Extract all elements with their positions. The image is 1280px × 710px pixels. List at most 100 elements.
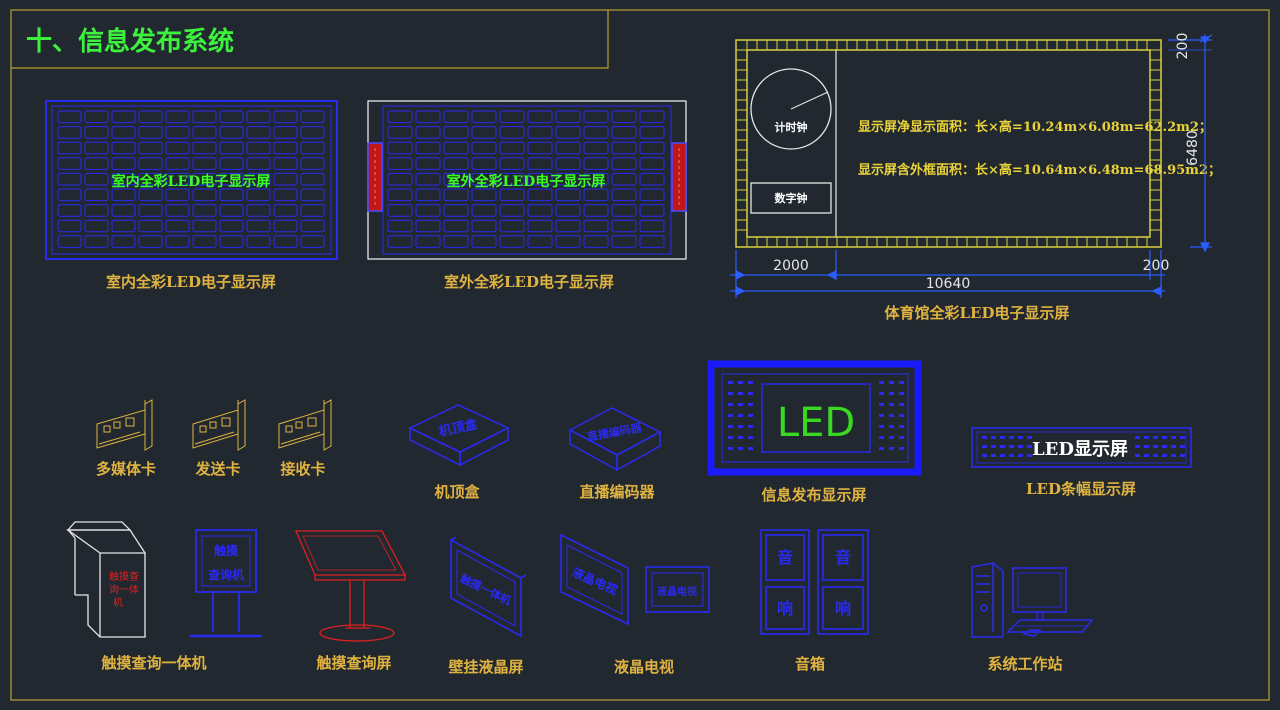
led-module <box>300 235 325 248</box>
led-module <box>192 235 217 248</box>
led-module <box>639 110 665 124</box>
led-module <box>387 126 413 139</box>
live-encoder-face: 直播编码器 <box>586 420 644 444</box>
led-dot <box>982 454 987 457</box>
led-dot <box>1180 445 1185 448</box>
led-dot <box>991 445 996 448</box>
led-module <box>165 219 190 233</box>
led-module <box>583 141 609 155</box>
led-module <box>415 126 441 139</box>
lcd-tv-label: 液晶电视 <box>614 658 674 676</box>
led-module <box>555 204 581 217</box>
led-module <box>111 204 136 217</box>
led-module <box>583 188 609 202</box>
led-module <box>57 157 82 170</box>
led-dot <box>899 392 904 395</box>
led-module <box>57 110 82 124</box>
touch-panel-face-2: 查询机 <box>207 567 244 582</box>
kiosk-face-line-3: 机 <box>113 596 123 609</box>
led-dot <box>1009 445 1014 448</box>
led-dot <box>1009 436 1014 439</box>
led-dot <box>1171 445 1176 448</box>
led-strip-text: LED显示屏 <box>1032 439 1128 460</box>
led-dot <box>748 425 753 428</box>
speaker-right-icon <box>817 529 869 635</box>
led-module <box>219 126 244 139</box>
led-module <box>192 219 217 233</box>
led-module <box>84 235 109 248</box>
led-module <box>192 188 217 202</box>
led-dot <box>982 436 987 439</box>
led-module <box>246 157 271 170</box>
led-dot <box>899 447 904 450</box>
touch-kiosk-icon <box>65 521 147 638</box>
led-module <box>639 157 665 170</box>
led-module <box>555 110 581 124</box>
led-dot <box>1018 436 1023 439</box>
led-module <box>273 157 298 170</box>
info-display-led-text: LED <box>777 400 855 446</box>
indoor-led-grid <box>57 110 325 248</box>
indoor-screen-label: 室内全彩LED电子显示屏 <box>106 273 276 291</box>
led-dot <box>738 381 743 384</box>
led-dot <box>1153 436 1158 439</box>
led-module <box>583 235 609 248</box>
speaker-left-char-1: 音 <box>777 548 793 567</box>
led-module <box>387 219 413 233</box>
led-dot <box>728 381 733 384</box>
led-module <box>84 204 109 217</box>
touch-screen-stand-icon <box>295 530 407 642</box>
led-dot <box>1018 454 1023 457</box>
led-dot <box>889 403 894 406</box>
led-dot <box>738 414 743 417</box>
speaker-left-icon <box>760 529 810 635</box>
led-module <box>273 172 298 186</box>
led-module <box>57 141 82 155</box>
led-dot <box>1027 436 1032 439</box>
led-dot <box>728 436 733 439</box>
led-dot <box>879 392 884 395</box>
led-dot <box>1180 436 1185 439</box>
led-module <box>111 219 136 233</box>
dim-200-bottom: 200 <box>1143 258 1170 274</box>
led-module <box>300 110 325 124</box>
dim-10640: 10640 <box>926 276 971 292</box>
kiosk-face-line-1: 触摸查 <box>109 570 139 583</box>
led-module <box>471 235 497 248</box>
led-module <box>219 235 244 248</box>
led-module <box>471 188 497 202</box>
lcd-tv-icon <box>560 533 629 626</box>
drawing-frame <box>10 9 1270 701</box>
receiver-card-label: 接收卡 <box>280 460 325 478</box>
led-dot <box>748 392 753 395</box>
led-dot <box>738 436 743 439</box>
led-module <box>443 110 469 124</box>
led-module <box>471 172 497 186</box>
led-dot <box>991 436 996 439</box>
led-dot <box>889 447 894 450</box>
led-dot <box>748 447 753 450</box>
led-module <box>443 188 469 202</box>
led-module <box>246 219 271 233</box>
led-dot <box>1027 445 1032 448</box>
led-dot <box>879 447 884 450</box>
led-module <box>165 172 190 186</box>
led-module <box>415 157 441 170</box>
led-module <box>84 141 109 155</box>
led-dot <box>879 414 884 417</box>
led-dot <box>728 392 733 395</box>
led-module <box>415 188 441 202</box>
dim-2000: 2000 <box>773 258 809 274</box>
led-dot <box>738 392 743 395</box>
kiosk-label: 触摸查询一体机 <box>101 654 206 672</box>
led-module <box>611 157 637 170</box>
outdoor-screen-caption: 室外全彩LED电子显示屏 <box>447 173 606 190</box>
led-module <box>471 126 497 139</box>
led-dot <box>899 381 904 384</box>
live-encoder-label: 直播编码器 <box>579 483 655 501</box>
led-module <box>443 204 469 217</box>
led-module <box>165 204 190 217</box>
lcd-tv-small-face: 液晶电视 <box>657 585 697 598</box>
led-module <box>415 141 441 155</box>
